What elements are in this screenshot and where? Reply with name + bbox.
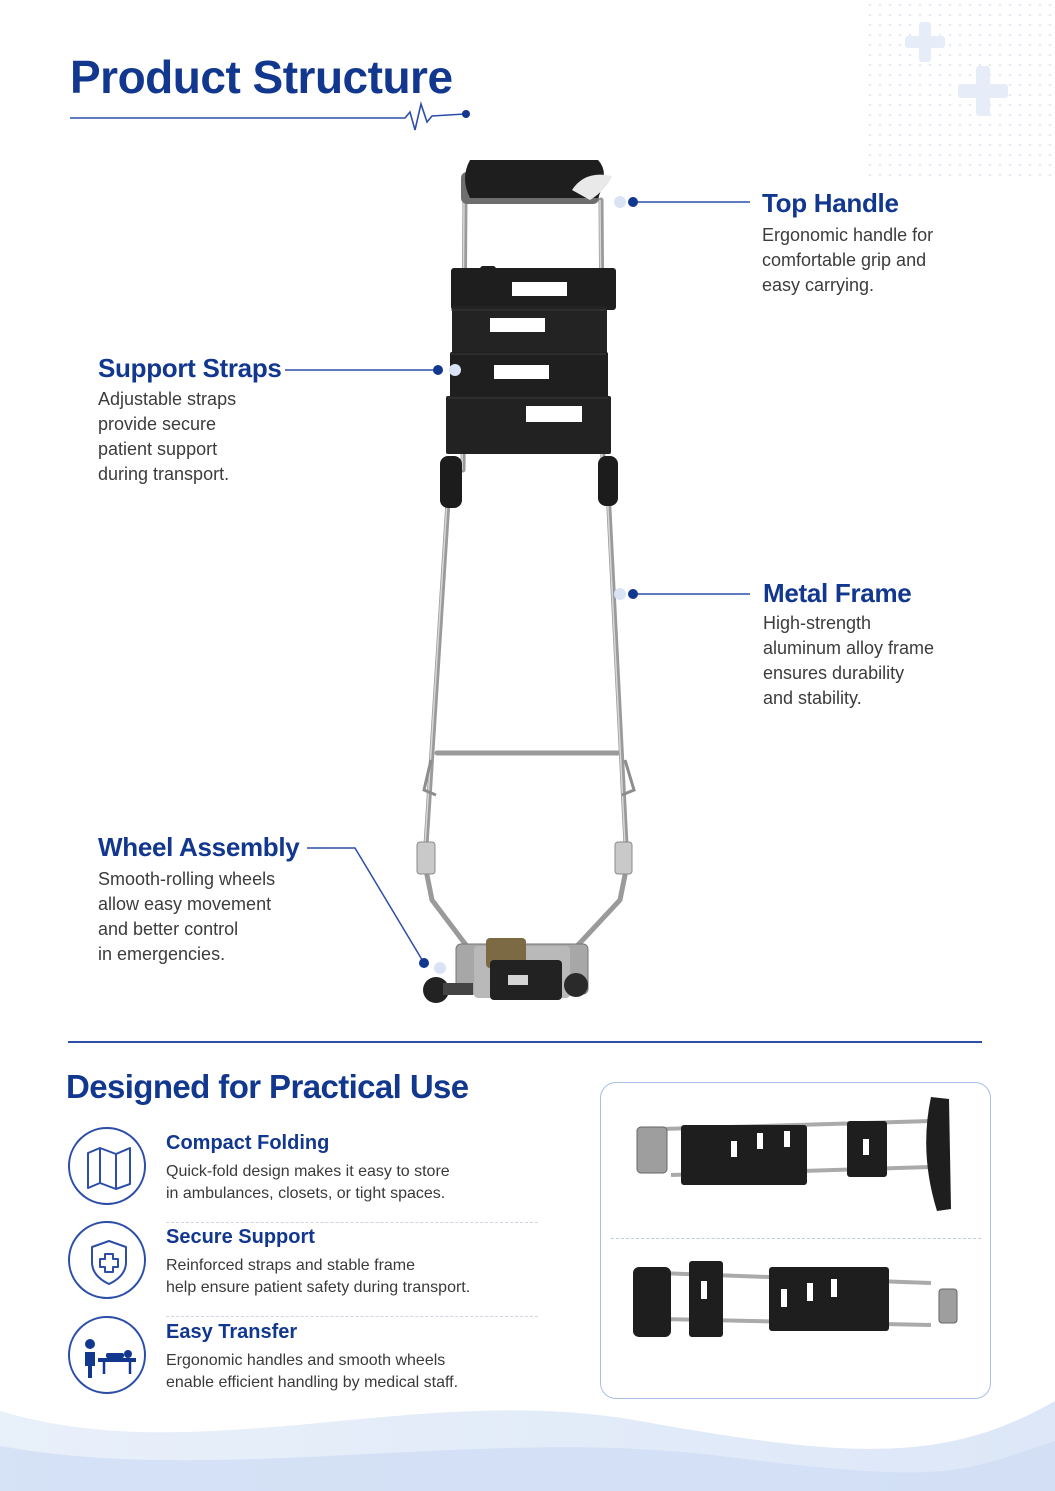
heartbeat-underline [70,101,470,131]
medical-plus-icon [905,22,945,62]
folded-stretcher-images [633,1097,958,1337]
wave-background-decoration [0,1401,1055,1491]
photo-divider [611,1238,981,1239]
wheel-assembly-title: Wheel Assembly [98,832,300,862]
feature-title: Compact Folding [166,1132,330,1154]
stretcher-person-icon [68,1316,146,1394]
support-straps-title: Support Straps [98,353,282,383]
feature-separator [166,1316,538,1317]
stretcher-product-image [416,160,636,1003]
medical-plus-icon [958,66,1008,116]
top-handle-title: Top Handle [762,188,899,218]
folded-map-icon [68,1127,146,1205]
folded-views-card [600,1082,991,1399]
feature-title: Secure Support [166,1226,315,1248]
metal-frame-description: High-strength aluminum alloy frame ensur… [763,613,935,708]
feature-separator [166,1222,538,1223]
feature-description: Reinforced straps and stable frame help … [166,1257,471,1296]
wheel-assembly-description: Smooth-rolling wheels allow easy movemen… [98,869,276,964]
feature-description: Quick-fold design makes it easy to store… [166,1163,450,1202]
metal-frame-title: Metal Frame [763,578,912,608]
page-title: Product Structure [70,51,453,103]
feature-title: Easy Transfer [166,1321,298,1343]
support-straps-description: Adjustable straps provide secure patient… [98,389,237,484]
feature-description: Ergonomic handles and smooth wheels enab… [166,1352,459,1391]
shield-cross-icon [68,1221,146,1299]
top-handle-description: Ergonomic handle for comfortable grip an… [762,225,934,295]
section-divider [68,1041,982,1043]
callout-leader-lines [285,196,750,974]
practical-use-title: Designed for Practical Use [66,1068,469,1105]
